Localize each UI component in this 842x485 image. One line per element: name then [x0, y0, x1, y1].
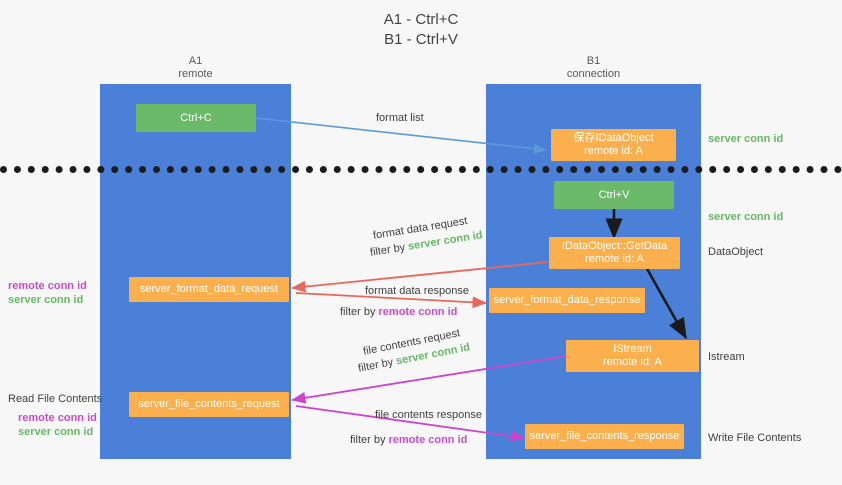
node-server-format-data-request-label: server_format_data_request — [139, 283, 279, 295]
filter-by-text-2: filter by — [340, 306, 379, 318]
edge-label-format-data-response-text: format data response — [365, 285, 469, 297]
node-istream-line2: remote id: A — [603, 356, 662, 368]
right-label-server-conn-id-mid: server conn id — [708, 210, 783, 224]
node-ctrl-v-label: Ctrl+V — [598, 188, 630, 201]
left-remote-conn-id-2: remote conn id — [18, 412, 97, 424]
node-ctrl-c[interactable]: Ctrl+C — [136, 104, 256, 132]
node-server-file-contents-request-label: server_file_contents_request — [138, 398, 280, 410]
node-server-format-data-response-label: server_format_data_response — [493, 294, 641, 306]
left-server-conn-id-2: server conn id — [18, 426, 94, 438]
node-getdata-line1: IDataObject::GetData — [561, 240, 668, 252]
node-save-dataobject[interactable]: 保存IDataObject remote id: A — [551, 129, 676, 161]
lane-b1-name: B1 — [586, 55, 601, 67]
phase-divider — [0, 166, 842, 173]
node-server-format-data-response[interactable]: server_format_data_response — [489, 288, 645, 313]
edge-label-format-list-text: format list — [376, 112, 424, 124]
page-title: A1 - Ctrl+C B1 - Ctrl+V — [0, 10, 842, 50]
node-save-dataobject-line1: 保存IDataObject — [573, 132, 654, 144]
edge-label-file-contents-response: file contents response — [375, 408, 482, 422]
filter-by-text-3: filter by — [357, 355, 398, 375]
right-label-server-conn-id-top-text: server conn id — [708, 133, 784, 145]
filter-by-text-4: filter by — [350, 434, 389, 446]
title-line-1: A1 - Ctrl+C — [383, 11, 459, 28]
edge-filter-format-data-response: filter by remote conn id — [340, 305, 457, 319]
left-label-read-file-contents: Read File Contents — [8, 392, 102, 406]
edge-label-format-list: format list — [376, 111, 424, 125]
right-label-server-conn-id-top: server conn id — [708, 132, 783, 146]
node-server-format-data-request[interactable]: server_format_data_request — [129, 277, 289, 302]
node-getdata[interactable]: IDataObject::GetData remote id: A — [549, 237, 680, 269]
lane-b1-role: connection — [566, 68, 621, 80]
remote-conn-id-text-2: remote conn id — [378, 306, 458, 318]
node-istream-line1: IStream — [613, 343, 652, 355]
remote-conn-id-text-4: remote conn id — [388, 434, 468, 446]
node-ctrl-c-label: Ctrl+C — [180, 111, 212, 124]
filter-by-text-1: filter by — [369, 240, 410, 259]
right-label-write-file-contents: Write File Contents — [708, 431, 801, 445]
lane-a1-name: A1 — [188, 55, 203, 67]
left-remote-conn-id-1: remote conn id — [8, 280, 87, 292]
left-label-conn-ids-1: remote conn id server conn id — [8, 279, 87, 307]
right-label-write-file-contents-text: Write File Contents — [708, 432, 802, 444]
left-server-conn-id-1: server conn id — [8, 294, 84, 306]
node-istream[interactable]: IStream remote id: A — [566, 340, 699, 372]
right-label-istream: Istream — [708, 350, 745, 364]
right-label-istream-text: Istream — [708, 351, 745, 363]
title-line-2: B1 - Ctrl+V — [384, 31, 458, 48]
node-server-file-contents-response-label: server_file_contents_response — [529, 430, 680, 442]
edge-filter-file-contents-response: filter by remote conn id — [350, 433, 467, 447]
edge-label-format-data-response: format data response — [365, 284, 469, 298]
left-label-conn-ids-2: remote conn id server conn id — [18, 411, 97, 439]
right-label-server-conn-id-mid-text: server conn id — [708, 211, 784, 223]
node-server-file-contents-response[interactable]: server_file_contents_response — [525, 424, 684, 449]
lane-a1-role: remote — [178, 68, 213, 80]
lane-header-b1: B1 connection — [486, 55, 701, 81]
node-getdata-line2: remote id: A — [585, 253, 644, 265]
lane-header-a1: A1 remote — [100, 55, 291, 81]
edge-label-file-contents-response-text: file contents response — [375, 409, 483, 421]
right-label-dataobject: DataObject — [708, 245, 763, 259]
node-server-file-contents-request[interactable]: server_file_contents_request — [129, 392, 289, 417]
node-ctrl-v[interactable]: Ctrl+V — [554, 181, 674, 209]
node-save-dataobject-line2: remote id: A — [584, 145, 643, 157]
right-label-dataobject-text: DataObject — [708, 246, 764, 258]
left-label-read-file-contents-text: Read File Contents — [8, 393, 103, 405]
